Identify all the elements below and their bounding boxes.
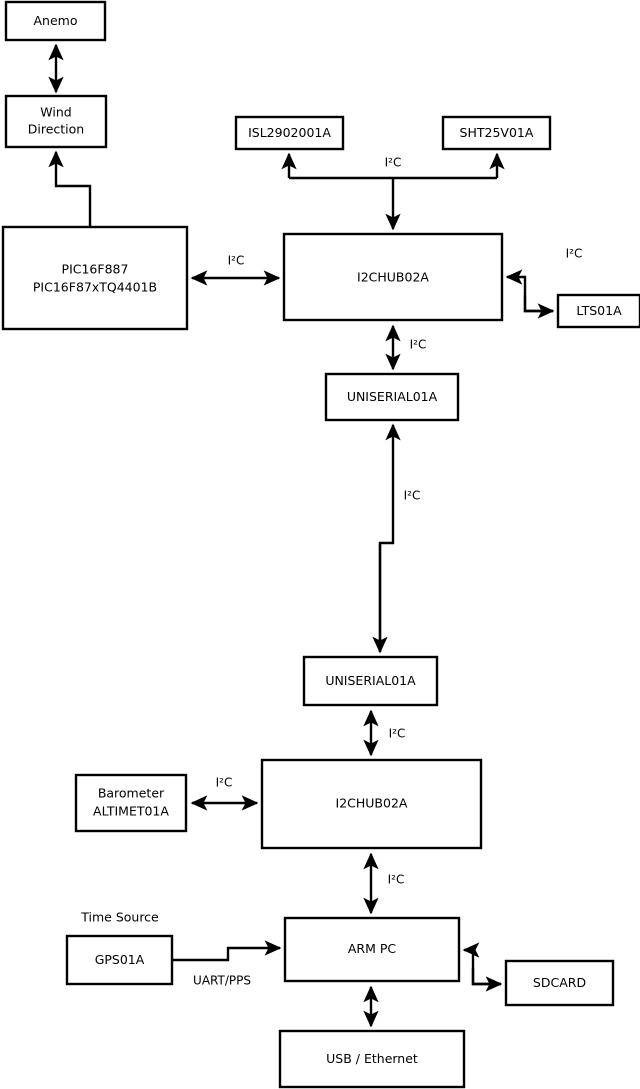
node-pic-label-line1: PIC16F887 — [62, 262, 129, 277]
node-uniserial01a-top-label: UNISERIAL01A — [347, 389, 438, 404]
node-uniserial01a-bottom-label: UNISERIAL01A — [325, 673, 416, 688]
node-i2chub02a-top-label: I2CHUB02A — [357, 270, 429, 285]
node-sht25v01a-label: SHT25V01A — [460, 125, 534, 140]
node-isl2902001a[interactable]: ISL2902001A — [234, 115, 345, 151]
node-barometer-box[interactable] — [74, 773, 188, 833]
node-arm-pc[interactable]: ARM PC — [283, 916, 461, 983]
node-isl2902001a-label: ISL2902001A — [248, 125, 331, 140]
edge-label-i2c-baro-hub2: I²C — [216, 776, 233, 790]
node-lts01a-label: LTS01A — [576, 303, 622, 318]
node-gps01a[interactable]: GPS01A — [65, 934, 174, 986]
edge-label-i2c-hub2-armpc: I²C — [388, 873, 405, 887]
node-barometer-label-line1: Barometer — [98, 786, 165, 801]
edge-label-i2c-hub-uni: I²C — [410, 338, 427, 352]
node-uniserial01a-bottom-box[interactable] — [302, 655, 439, 707]
node-anemo[interactable]: Anemo — [4, 0, 107, 42]
node-gps01a-box[interactable] — [65, 934, 174, 986]
edge-sdcard-armpc — [462, 942, 501, 986]
node-i2chub02a-bottom-box[interactable] — [260, 758, 483, 850]
node-pic[interactable]: PIC16F887 PIC16F87xTQ4401B — [1, 225, 189, 331]
node-i2chub02a-bottom[interactable]: I2CHUB02A — [260, 758, 483, 850]
node-arm-pc-label: ARM PC — [348, 941, 397, 956]
node-uniserial01a-bottom[interactable]: UNISERIAL01A — [302, 655, 439, 707]
node-pic-label-line2: PIC16F87xTQ4401B — [33, 280, 157, 295]
node-wind-direction-label-line1: Wind — [40, 105, 71, 120]
node-wind-direction-label-line2: Direction — [28, 122, 84, 137]
node-sdcard-label: SDCARD — [533, 975, 586, 990]
node-i2chub02a-bottom-label: I2CHUB02A — [336, 796, 408, 811]
node-i2chub02a-top[interactable]: I2CHUB02A — [282, 232, 504, 322]
node-wind-direction[interactable]: Wind Direction — [4, 94, 108, 149]
edge-hubtop-lts — [523, 295, 555, 319]
edge-label-i2c-sensors-top: I²C — [385, 156, 402, 170]
node-arm-pc-box[interactable] — [283, 916, 461, 983]
node-sdcard-box[interactable] — [504, 959, 615, 1007]
node-usb-ethernet[interactable]: USB / Ethernet — [278, 1029, 466, 1089]
node-usb-ethernet-box[interactable] — [278, 1029, 466, 1089]
node-isl2902001a-box[interactable] — [234, 115, 345, 151]
edge-label-i2c-uni-uni: I²C — [404, 489, 421, 503]
node-sdcard[interactable]: SDCARD — [504, 959, 615, 1007]
node-pic-box[interactable] — [1, 225, 189, 331]
node-uniserial01a-top-box[interactable] — [324, 372, 460, 422]
edge-armpc-sdcard — [471, 968, 503, 992]
edge-label-i2c-pic-hub: I²C — [228, 254, 245, 268]
node-lts01a-box[interactable] — [556, 293, 640, 329]
node-barometer[interactable]: Barometer ALTIMET01A — [74, 773, 188, 833]
node-i2chub02a-top-box[interactable] — [282, 232, 504, 322]
label-time-source: Time Source — [80, 910, 159, 925]
edge-label-uart-pps: UART/PPS — [193, 974, 251, 988]
edge-unibottom-unitop — [378, 423, 401, 652]
edge-gps-armpc — [172, 940, 282, 962]
node-sht25v01a[interactable]: SHT25V01A — [441, 115, 552, 151]
node-barometer-label-line2: ALTIMET01A — [93, 804, 169, 819]
node-usb-ethernet-label: USB / Ethernet — [326, 1051, 418, 1066]
node-lts01a[interactable]: LTS01A — [556, 293, 640, 329]
node-anemo-box[interactable] — [4, 0, 107, 42]
edge-pic-wind — [48, 150, 92, 227]
node-gps01a-label: GPS01A — [95, 952, 145, 967]
edge-lts-hubtop — [505, 269, 553, 313]
node-uniserial01a-top[interactable]: UNISERIAL01A — [324, 372, 460, 422]
node-anemo-label: Anemo — [34, 13, 78, 28]
node-sht25v01a-box[interactable] — [441, 115, 552, 151]
node-wind-direction-box[interactable] — [4, 94, 108, 149]
edge-label-i2c-hub-lts: I²C — [566, 247, 583, 261]
edge-label-i2c-uni-hub2: I²C — [389, 727, 406, 741]
